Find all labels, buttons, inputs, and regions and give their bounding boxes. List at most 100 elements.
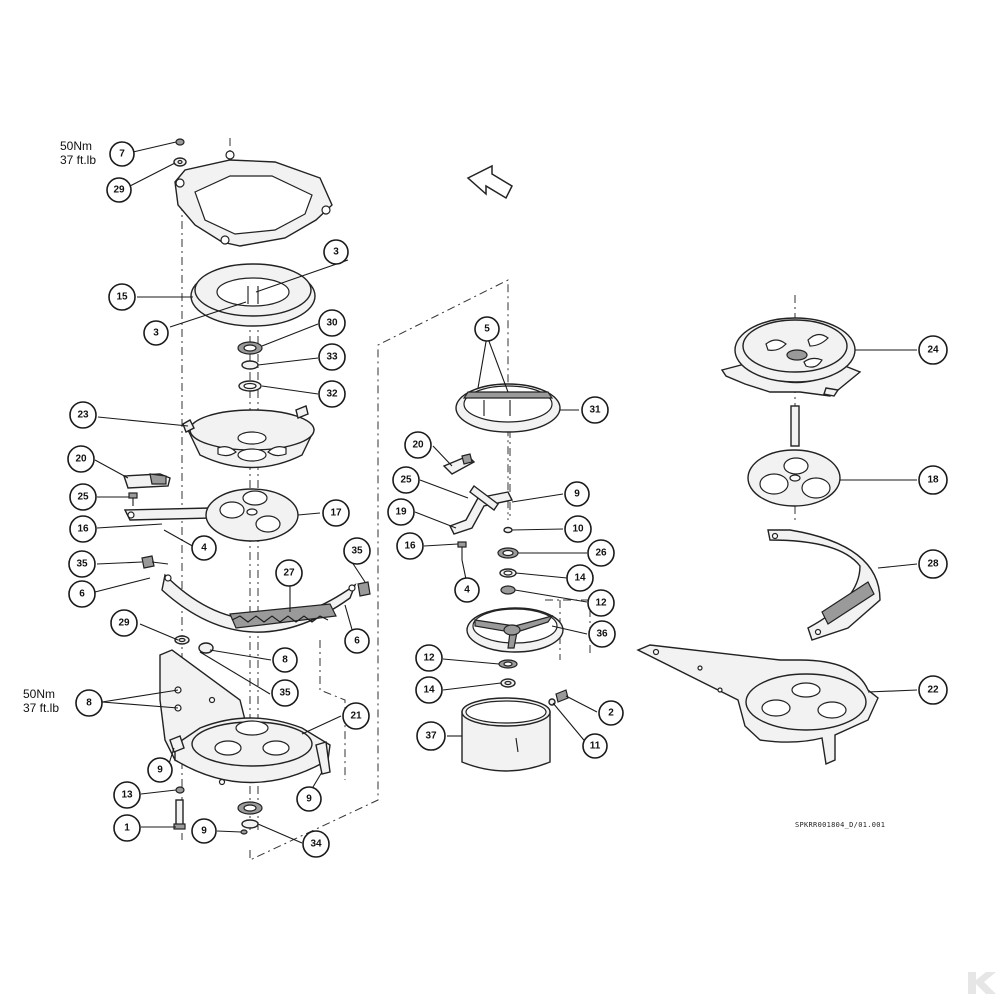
svg-text:7: 7: [119, 149, 125, 160]
svg-text:25: 25: [77, 492, 89, 503]
svg-text:4: 4: [201, 543, 207, 554]
callout-5: 5: [474, 316, 500, 342]
svg-text:12: 12: [423, 653, 435, 664]
top-mounting-frame: [174, 150, 333, 247]
svg-text:36: 36: [596, 629, 608, 640]
svg-text:15: 15: [116, 292, 128, 303]
callout-9-bottom: 9: [191, 818, 217, 844]
svg-text:17: 17: [330, 508, 342, 519]
callout-33: 33: [318, 343, 346, 371]
bracket-20-mid: [442, 453, 476, 475]
callout-2: 2: [598, 700, 624, 726]
svg-text:35: 35: [76, 559, 88, 570]
svg-text:26: 26: [595, 548, 607, 559]
svg-text:24: 24: [927, 345, 939, 356]
callout-10: 10: [564, 515, 592, 543]
bolt-2: [548, 689, 569, 706]
callout-29-top: 29: [106, 177, 132, 203]
plate-15: [190, 263, 316, 327]
svg-text:23: 23: [77, 410, 89, 421]
toothed-segment-27: [161, 573, 357, 633]
callout-25-left: 25: [69, 483, 97, 511]
bracket-20: [123, 473, 171, 489]
bolt-7: [173, 138, 187, 167]
callout-30: 30: [318, 309, 346, 337]
callout-35-upper-left: 35: [68, 550, 96, 578]
callout-35-upper-right: 35: [343, 537, 371, 565]
svg-text:6: 6: [79, 589, 85, 600]
svg-text:6: 6: [354, 636, 360, 647]
bolt-35-left: [141, 555, 169, 569]
arm-19: [449, 484, 514, 535]
torque-value-top: 50Nm: [60, 139, 92, 153]
svg-text:16: 16: [404, 541, 416, 552]
callout-29-lower: 29: [110, 609, 138, 637]
svg-text:25: 25: [400, 475, 412, 486]
callout-18: 18: [918, 465, 948, 495]
callout-14-upper: 14: [566, 564, 594, 592]
callout-32: 32: [318, 380, 346, 408]
plate-17: [123, 488, 299, 542]
leader-lines: [94, 141, 918, 844]
direction-arrow-icon: [466, 164, 513, 200]
svg-text:1: 1: [124, 823, 130, 834]
svg-text:2: 2: [608, 708, 614, 719]
bolt-25: [128, 492, 138, 506]
right-assembly: [636, 317, 881, 766]
svg-text:35: 35: [279, 688, 291, 699]
svg-text:22: 22: [927, 685, 939, 696]
callout-28: 28: [918, 549, 948, 579]
callout-4-left: 4: [191, 535, 217, 561]
segment-28: [767, 529, 881, 641]
watermark-logo-icon: [968, 972, 996, 994]
callout-6-right: 6: [344, 628, 370, 654]
callout-16-left: 16: [69, 515, 97, 543]
svg-text:20: 20: [75, 454, 87, 465]
svg-text:12: 12: [595, 598, 607, 609]
guard-cylinder-37: [461, 697, 551, 772]
callout-25-mid: 25: [392, 466, 420, 494]
svg-text:21: 21: [350, 711, 362, 722]
callout-36: 36: [588, 620, 616, 648]
left-assembly: [123, 138, 371, 835]
callout-3-lower: 3: [143, 320, 169, 346]
svg-text:29: 29: [118, 618, 130, 629]
callout-27: 27: [275, 559, 303, 587]
callout-26: 26: [587, 539, 615, 567]
bolt-1: [173, 786, 186, 830]
svg-text:33: 33: [326, 352, 338, 363]
washer-29-lower: [174, 635, 214, 654]
washer-stack-mid: [497, 526, 519, 595]
callout-22: 22: [918, 675, 948, 705]
spinner-wheel-36: [466, 607, 564, 653]
svg-text:4: 4: [464, 585, 470, 596]
ring-31: [455, 383, 561, 433]
callout-15: 15: [108, 283, 136, 311]
svg-text:8: 8: [282, 655, 288, 666]
svg-text:9: 9: [201, 826, 207, 837]
svg-text:3: 3: [153, 328, 159, 339]
svg-text:31: 31: [589, 405, 601, 416]
svg-text:32: 32: [326, 389, 338, 400]
svg-text:14: 14: [574, 573, 586, 584]
svg-text:8: 8: [86, 698, 92, 709]
disc-23: [182, 405, 315, 469]
middle-assembly: [442, 383, 569, 772]
callout-14-lower: 14: [415, 676, 443, 704]
callout-16-mid: 16: [396, 532, 424, 560]
svg-text:37: 37: [425, 731, 437, 742]
svg-text:10: 10: [572, 524, 584, 535]
callout-6-left: 6: [68, 580, 96, 608]
callout-9-left: 9: [147, 757, 173, 783]
svg-text:19: 19: [395, 507, 407, 518]
base-plate-22: [636, 644, 879, 766]
svg-text:14: 14: [423, 685, 435, 696]
bolt-35-right: [357, 581, 371, 597]
callout-4-mid: 4: [454, 577, 480, 603]
torque-value-bottom: 50Nm: [23, 687, 55, 701]
callout-35-lower: 35: [271, 679, 299, 707]
svg-text:20: 20: [412, 440, 424, 451]
callout-12-lower: 12: [415, 644, 443, 672]
svg-text:9: 9: [157, 765, 163, 776]
callout-balloons: 7 29 3 15 3 30 33 32 23 20 25 16 17 4 35…: [67, 141, 948, 858]
